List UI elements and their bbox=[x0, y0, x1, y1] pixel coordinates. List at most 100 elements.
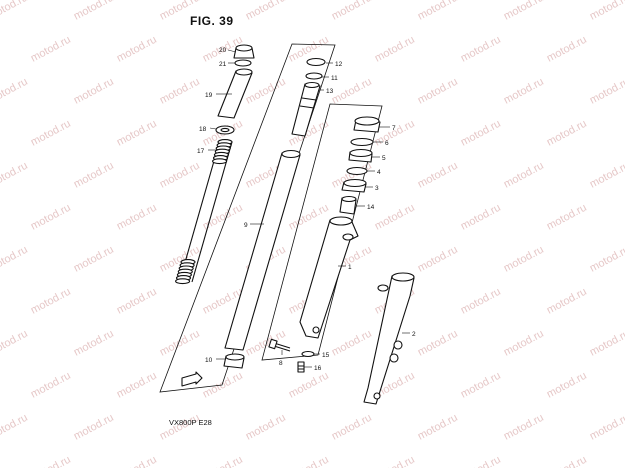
watermark-text: motod.ru bbox=[115, 454, 159, 468]
watermark-text: motod.ru bbox=[287, 454, 331, 468]
watermark-text: motod.ru bbox=[29, 34, 73, 65]
part-20-cap-bolt bbox=[233, 44, 255, 59]
frame-right bbox=[261, 103, 383, 361]
watermark-text: motod.ru bbox=[287, 202, 331, 233]
label-14: 14 bbox=[367, 204, 375, 211]
watermark-text: motod.ru bbox=[244, 328, 288, 359]
watermark-text: motod.ru bbox=[416, 76, 460, 107]
watermark-text: motod.ru bbox=[588, 412, 625, 443]
watermark-text: motod.ru bbox=[416, 412, 460, 443]
leader-lines bbox=[208, 49, 410, 368]
label-20: 20 bbox=[219, 47, 227, 54]
watermark-text: motod.ru bbox=[373, 202, 417, 233]
watermark-text: motod.ru bbox=[545, 370, 589, 401]
part-17-spring bbox=[175, 139, 233, 285]
label-17: 17 bbox=[197, 148, 205, 155]
watermark-text: motod.ru bbox=[502, 244, 546, 275]
watermark-text: motod.ru bbox=[0, 244, 30, 275]
part-10-bushing bbox=[223, 353, 245, 369]
part-6-stopper-ring bbox=[350, 137, 374, 147]
watermark-text: motod.ru bbox=[158, 328, 202, 359]
label-18: 18 bbox=[199, 126, 207, 133]
front-arrow-icon bbox=[181, 371, 203, 387]
watermark-text: motod.ru bbox=[72, 76, 116, 107]
watermark-text: motod.ru bbox=[0, 328, 30, 359]
watermark-text: motod.ru bbox=[502, 76, 546, 107]
frame-left bbox=[159, 43, 336, 393]
watermark-text: motod.ru bbox=[115, 370, 159, 401]
watermark-text: motod.ru bbox=[545, 34, 589, 65]
watermark-text: motod.ru bbox=[287, 370, 331, 401]
part-13-damper-rod bbox=[291, 81, 321, 137]
watermark-text: motod.ru bbox=[158, 412, 202, 443]
watermark-text: motod.ru bbox=[72, 328, 116, 359]
label-2: 2 bbox=[412, 331, 416, 338]
label-9: 9 bbox=[244, 222, 248, 229]
watermark-text: motod.ru bbox=[373, 34, 417, 65]
watermark-text: motod.ru bbox=[588, 328, 625, 359]
figure-title: FIG. 39 bbox=[190, 14, 234, 28]
watermark-text: motod.ru bbox=[115, 202, 159, 233]
part-21-o-ring bbox=[234, 59, 252, 67]
label-11: 11 bbox=[331, 75, 338, 82]
watermark-text: motod.ru bbox=[502, 0, 546, 23]
part-11-ring bbox=[305, 72, 323, 80]
label-7: 7 bbox=[392, 125, 396, 132]
part-2-outer-tube bbox=[363, 272, 415, 405]
part-16-drain-screw bbox=[297, 361, 305, 373]
label-1: 1 bbox=[348, 264, 352, 271]
watermark-text: motod.ru bbox=[115, 286, 159, 317]
part-4-washer bbox=[346, 166, 368, 176]
label-3: 3 bbox=[375, 185, 379, 192]
watermark-text: motod.ru bbox=[115, 118, 159, 149]
watermark-text: motod.ru bbox=[158, 160, 202, 191]
watermark-text: motod.ru bbox=[0, 76, 30, 107]
watermark-text: motod.ru bbox=[29, 118, 73, 149]
watermark-text: motod.ru bbox=[158, 76, 202, 107]
watermark-text: motod.ru bbox=[459, 34, 503, 65]
watermark-text: motod.ru bbox=[115, 34, 159, 65]
part-1-outer-tube bbox=[299, 216, 359, 339]
label-4: 4 bbox=[377, 169, 381, 176]
watermark-text: motod.ru bbox=[330, 412, 374, 443]
part-7-dust-seal bbox=[353, 116, 381, 133]
watermark-text: motod.ru bbox=[244, 0, 288, 23]
spring-coil bbox=[175, 278, 191, 285]
watermark-text: motod.ru bbox=[72, 160, 116, 191]
label-5: 5 bbox=[382, 155, 386, 162]
watermark-text: motod.ru bbox=[29, 454, 73, 468]
model-code: VX800P E28 bbox=[169, 418, 212, 427]
watermark-text: motod.ru bbox=[545, 454, 589, 468]
watermark-text: motod.ru bbox=[373, 454, 417, 468]
part-8-bolt bbox=[268, 338, 291, 352]
label-16: 16 bbox=[314, 365, 322, 372]
watermark-text: motod.ru bbox=[29, 286, 73, 317]
label-10: 10 bbox=[205, 357, 213, 364]
part-18-washer bbox=[215, 125, 235, 135]
watermark-text: motod.ru bbox=[416, 244, 460, 275]
watermark-text: motod.ru bbox=[416, 160, 460, 191]
callout-labels: 20 21 19 18 17 12 11 13 9 10 7 6 5 4 3 1… bbox=[197, 47, 416, 372]
part-12-ring bbox=[306, 57, 326, 67]
part-5-oil-seal bbox=[348, 148, 373, 163]
watermark-text: motod.ru bbox=[201, 454, 245, 468]
watermark-text: motod.ru bbox=[72, 244, 116, 275]
part-9-inner-tube bbox=[224, 149, 301, 351]
label-12: 12 bbox=[335, 61, 343, 68]
watermark-text: motod.ru bbox=[459, 454, 503, 468]
spring-coil bbox=[212, 158, 228, 165]
watermark-text: motod.ru bbox=[588, 244, 625, 275]
part-14-oil-lock-piece bbox=[339, 195, 357, 215]
watermark-text: motod.ru bbox=[459, 286, 503, 317]
watermark-text: motod.ru bbox=[416, 0, 460, 23]
watermark-text: motod.ru bbox=[459, 370, 503, 401]
part-3-guide-bushing bbox=[341, 178, 367, 193]
watermark-text: motod.ru bbox=[502, 160, 546, 191]
watermark-text: motod.ru bbox=[244, 76, 288, 107]
label-6: 6 bbox=[385, 140, 389, 147]
label-8: 8 bbox=[279, 360, 283, 367]
label-19: 19 bbox=[205, 92, 213, 99]
watermark-text: motod.ru bbox=[545, 286, 589, 317]
watermark-text: motod.ru bbox=[72, 412, 116, 443]
